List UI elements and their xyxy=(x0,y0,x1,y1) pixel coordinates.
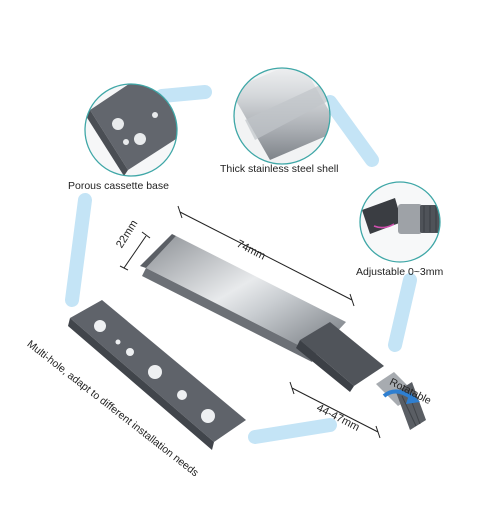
mounting-plate xyxy=(68,300,246,450)
adjust-detail-circle xyxy=(359,181,441,263)
shell-label: Thick stainless steel shell xyxy=(220,163,339,175)
shell-detail-circle xyxy=(233,67,331,165)
base-label: Porous cassette base xyxy=(68,180,169,192)
base-detail-circle xyxy=(84,83,178,177)
rotate-arrow-icon xyxy=(382,389,420,404)
connector-band xyxy=(65,85,417,444)
dimension-lines xyxy=(119,205,381,439)
adjust-label: Adjustable 0~3mm xyxy=(356,266,444,278)
push-latch-body xyxy=(140,234,426,430)
